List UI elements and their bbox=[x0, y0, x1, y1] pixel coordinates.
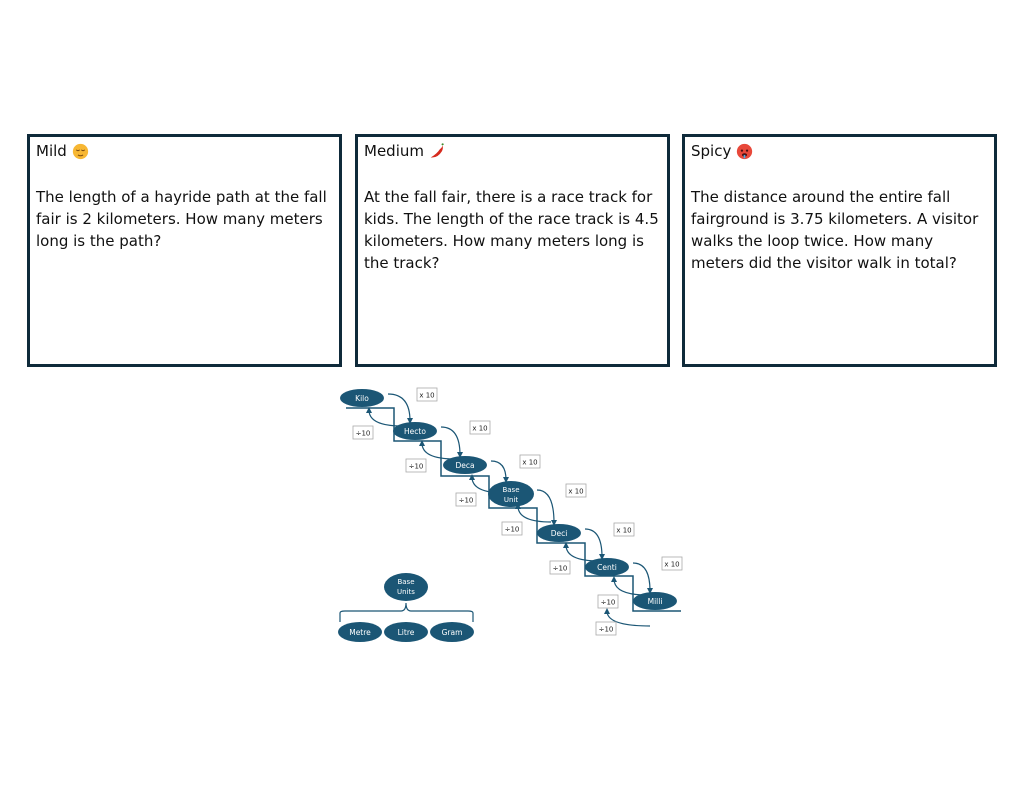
base-unit-ellipse bbox=[430, 622, 474, 642]
multiply-arrow bbox=[584, 528, 605, 560]
divide-label-box bbox=[501, 521, 523, 536]
divide-label: ÷10 bbox=[599, 626, 614, 634]
unit-base-unit-label: Unit bbox=[504, 496, 519, 504]
unit-kilo-ellipse bbox=[340, 389, 384, 407]
divide-arrow bbox=[515, 503, 552, 523]
multiply-arrow bbox=[440, 426, 463, 458]
divide-label: ÷10 bbox=[356, 430, 371, 438]
multiply-label-box bbox=[661, 556, 683, 571]
base-unit-metre: Metre bbox=[349, 628, 371, 637]
unit-centi-label: Centi bbox=[597, 563, 617, 572]
divide-label: ÷10 bbox=[553, 565, 568, 573]
hot-face-icon bbox=[737, 143, 753, 159]
base-units-label: Units bbox=[397, 588, 415, 596]
relieved-face-icon bbox=[72, 143, 88, 159]
multiply-label: x 10 bbox=[568, 488, 583, 496]
unit-base-unit-ellipse bbox=[488, 481, 534, 507]
unit-milli-label: Milli bbox=[648, 597, 663, 606]
multiply-label: x 10 bbox=[522, 459, 537, 467]
divide-label: ÷10 bbox=[601, 599, 616, 607]
unit-hecto-ellipse bbox=[393, 422, 437, 440]
card-title: Medium bbox=[364, 142, 424, 160]
hot-pepper-icon bbox=[430, 142, 444, 158]
base-unit-ellipse bbox=[338, 622, 382, 642]
divide-label-box bbox=[455, 492, 477, 507]
divide-label: ÷10 bbox=[459, 497, 474, 505]
divide-label-box bbox=[595, 621, 617, 636]
base-unit-litre: Litre bbox=[398, 628, 415, 637]
divide-arrow bbox=[366, 407, 403, 427]
multiply-label-box bbox=[565, 483, 587, 498]
base-unit-gram: Gram bbox=[442, 628, 463, 637]
unit-hecto-label: Hecto bbox=[404, 427, 426, 436]
multiply-label: x 10 bbox=[616, 527, 631, 535]
base-units-label: Base bbox=[397, 578, 414, 586]
multiply-label: x 10 bbox=[664, 561, 679, 569]
multiply-arrow bbox=[632, 562, 653, 594]
divide-label-box bbox=[352, 425, 374, 440]
unit-base-unit-label: Base bbox=[502, 486, 519, 494]
multiply-arrow bbox=[490, 460, 509, 483]
base-unit-ellipse bbox=[384, 622, 428, 642]
multiply-arrow bbox=[387, 393, 413, 424]
unit-milli-ellipse bbox=[633, 592, 677, 610]
unit-kilo-label: Kilo bbox=[355, 394, 369, 403]
unit-deca-ellipse bbox=[443, 456, 487, 474]
divide-arrow bbox=[419, 440, 456, 460]
card-question: The length of a hayride path at the fall… bbox=[36, 188, 327, 250]
divide-label-box bbox=[405, 458, 427, 473]
base-units-ellipse bbox=[384, 573, 428, 601]
multiply-label-box bbox=[469, 420, 491, 435]
staircase-line bbox=[346, 407, 681, 612]
divide-arrow bbox=[604, 608, 651, 627]
divide-arrow bbox=[563, 542, 600, 562]
divide-label: ÷10 bbox=[505, 526, 520, 534]
card-question: At the fall fair, there is a race track … bbox=[364, 188, 659, 272]
unit-deci-label: Deci bbox=[551, 529, 568, 538]
multiply-label: x 10 bbox=[472, 425, 487, 433]
multiply-label-box bbox=[519, 454, 541, 469]
mild-card: Mild The length of a hayride path at the… bbox=[27, 134, 342, 367]
divide-label-box bbox=[597, 594, 619, 609]
multiply-label-box bbox=[416, 387, 438, 402]
bracket bbox=[339, 602, 474, 622]
multiply-arrow bbox=[536, 489, 557, 526]
divide-label: ÷10 bbox=[409, 463, 424, 471]
multiply-label: x 10 bbox=[419, 392, 434, 400]
card-title: Spicy bbox=[691, 142, 732, 160]
card-question: The distance around the entire fall fair… bbox=[691, 188, 979, 272]
unit-centi-ellipse bbox=[585, 558, 629, 576]
divide-label-box bbox=[549, 560, 571, 575]
unit-deca-label: Deca bbox=[455, 461, 474, 470]
medium-card: Medium At the fall fair, there is a race… bbox=[355, 134, 670, 367]
multiply-label-box bbox=[613, 522, 635, 537]
spicy-card: Spicy The distance around the entire fal… bbox=[682, 134, 997, 367]
unit-deci-ellipse bbox=[537, 524, 581, 542]
card-title: Mild bbox=[36, 142, 67, 160]
divide-arrow bbox=[611, 576, 648, 596]
